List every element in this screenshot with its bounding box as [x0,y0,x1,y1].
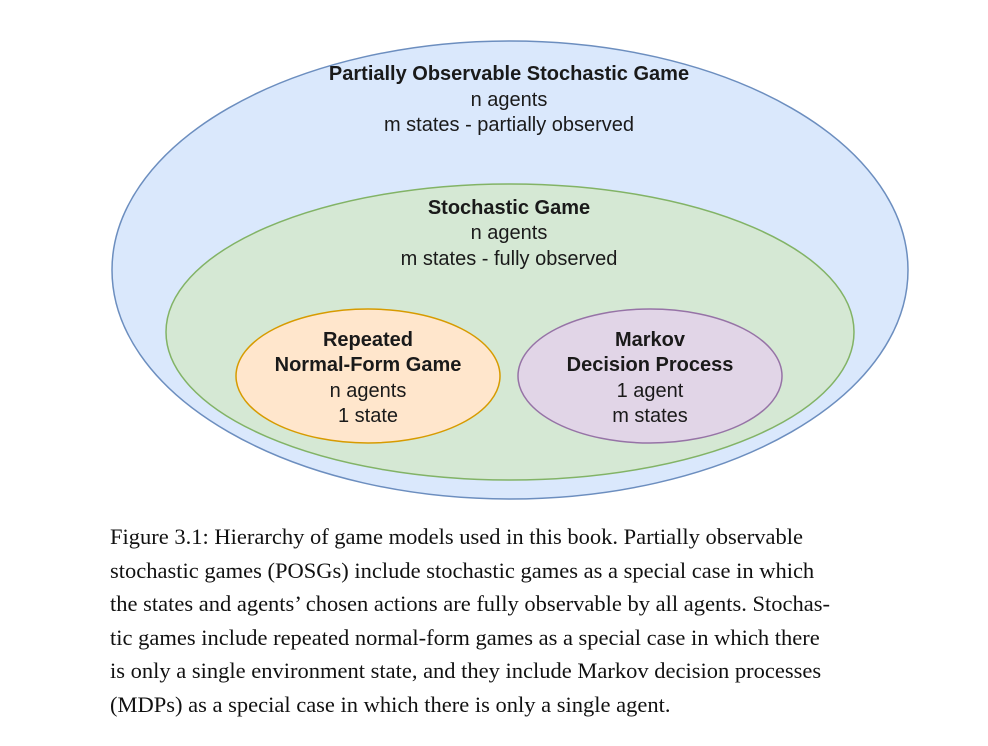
mdp-ellipse [517,308,783,444]
nfg-title-line2: Normal-Form Game [275,354,462,376]
posg-agents: n agents [471,89,548,111]
mdp-title-line2: Decision Process [567,354,734,376]
nfg-ellipse [235,308,501,444]
posg-states: m states - partially observed [384,114,634,136]
nfg-states: 1 state [338,405,398,427]
caption-line: Figure 3.1: Hierarchy of game models use… [110,524,803,549]
sg-title: Stochastic Game [428,197,590,219]
nfg-agents: n agents [330,380,407,402]
mdp-agents: 1 agent [617,380,684,402]
mdp-states: m states [612,405,688,427]
posg-title: Partially Observable Stochastic Game [329,63,689,85]
mdp-region: Markov Decision Process 1 agent m states [517,308,783,444]
caption-line: the states and agents’ chosen actions ar… [110,591,830,616]
caption-line: tic games include repeated normal-form g… [110,624,820,650]
mdp-title-line1: Markov [615,329,686,351]
caption-line: (MDPs) as a special case in which there … [110,691,671,717]
caption-line: stochastic games (POSGs) include stochas… [110,557,815,583]
nfg-title-line1: Repeated [323,329,413,351]
sg-agents: n agents [471,222,548,244]
game-model-hierarchy-diagram: Partially Observable Stochastic Game n a… [111,40,909,500]
nfg-region: Repeated Normal-Form Game n agents 1 sta… [235,308,501,444]
sg-states: m states - fully observed [401,248,618,270]
caption-line: is only a single environment state, and … [110,658,822,683]
figure-caption: Figure 3.1: Hierarchy of game models use… [110,520,910,721]
